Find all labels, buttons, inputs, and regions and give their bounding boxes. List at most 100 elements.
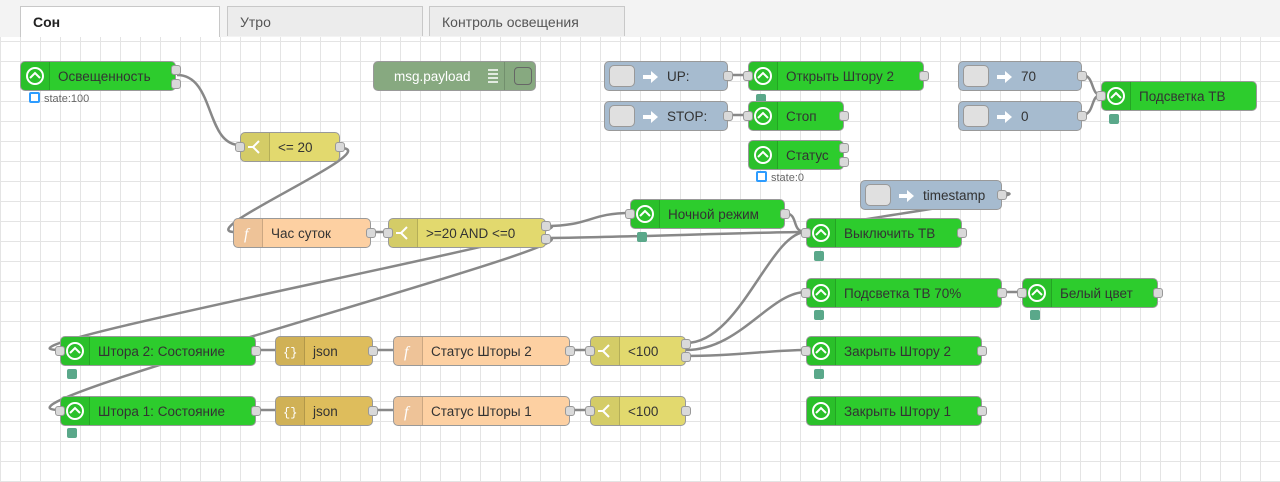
input-port[interactable] [743, 71, 753, 81]
node-status-shtora1[interactable]: f Статус Шторы 1 [393, 396, 570, 426]
node-range[interactable]: >=20 AND <=0 [388, 218, 546, 248]
input-port[interactable] [585, 346, 595, 356]
input-port[interactable] [801, 288, 811, 298]
input-port[interactable] [585, 406, 595, 416]
node-label: Стоп [786, 109, 817, 124]
tab-son[interactable]: Сон [20, 6, 220, 38]
output-port[interactable] [839, 143, 849, 153]
node-json-2[interactable]: {} json [275, 336, 373, 366]
node-le20[interactable]: <= 20 [240, 132, 340, 162]
home-assistant-icon [21, 62, 50, 90]
node-up[interactable]: UP: [604, 61, 728, 91]
node-chas-sutok[interactable]: f Час суток [233, 218, 371, 248]
debug-toggle-button[interactable] [514, 67, 532, 85]
node-close-shtora2[interactable]: Закрыть Штору 2 [806, 336, 982, 366]
node-label: Ночной режим [668, 207, 759, 222]
node-stop-inject[interactable]: STOP: [604, 101, 728, 131]
inject-button[interactable] [865, 184, 891, 206]
node-timestamp[interactable]: timestamp [860, 180, 1002, 210]
node-label: Подсветка ТВ 70% [844, 286, 962, 301]
output-port[interactable] [251, 406, 261, 416]
output-port[interactable] [366, 228, 376, 238]
node-white-color[interactable]: Белый цвет [1022, 278, 1158, 308]
input-port[interactable] [235, 142, 245, 152]
output-port[interactable] [977, 406, 987, 416]
svg-text:f: f [404, 344, 411, 361]
node-value-0[interactable]: 0 [958, 101, 1082, 131]
output-port[interactable] [541, 234, 551, 244]
node-lt100-2[interactable]: <100 [590, 336, 686, 366]
node-label: UP: [667, 69, 690, 84]
inject-button[interactable] [963, 65, 989, 87]
output-port[interactable] [977, 346, 987, 356]
output-port[interactable] [919, 71, 929, 81]
output-port[interactable] [1153, 288, 1163, 298]
status-indicator [756, 94, 766, 104]
inject-button[interactable] [609, 65, 635, 87]
output-port[interactable] [171, 65, 181, 75]
output-port[interactable] [541, 221, 551, 231]
node-close-shtora1[interactable]: Закрыть Штору 1 [806, 396, 982, 426]
output-port[interactable] [565, 346, 575, 356]
input-port[interactable] [1096, 91, 1106, 101]
node-status-shtora2[interactable]: f Статус Шторы 2 [393, 336, 570, 366]
node-label: msg.payload [394, 69, 471, 84]
input-port[interactable] [383, 228, 393, 238]
node-shtora2-state[interactable]: Штора 2: Состояние [60, 336, 256, 366]
home-assistant-icon [749, 62, 778, 90]
output-port[interactable] [681, 339, 691, 349]
home-assistant-icon [61, 397, 90, 425]
node-shtora1-state[interactable]: Штора 1: Состояние [60, 396, 256, 426]
output-port[interactable] [681, 406, 691, 416]
node-osveshennost[interactable]: Освещенность [20, 61, 176, 91]
input-port[interactable] [743, 111, 753, 121]
output-port[interactable] [681, 352, 691, 362]
node-open-shtora2[interactable]: Открыть Штору 2 [748, 61, 924, 91]
input-port[interactable] [625, 209, 635, 219]
node-stop[interactable]: Стоп [748, 101, 844, 131]
node-debug[interactable]: msg.payload [373, 61, 536, 91]
node-backlight-tv[interactable]: Подсветка ТВ [1101, 81, 1257, 111]
function-icon: f [234, 219, 263, 247]
input-port[interactable] [801, 346, 811, 356]
node-label: Час суток [271, 226, 331, 241]
output-port[interactable] [251, 346, 261, 356]
function-icon: f [394, 337, 423, 365]
output-port[interactable] [839, 157, 849, 167]
output-port[interactable] [957, 228, 967, 238]
output-port[interactable] [780, 209, 790, 219]
tab-kontrol-osvescheniya[interactable]: Контроль освещения [429, 6, 625, 36]
node-tv-off[interactable]: Выключить ТВ [806, 218, 962, 248]
output-port[interactable] [997, 190, 1007, 200]
output-port[interactable] [723, 71, 733, 81]
output-port[interactable] [368, 406, 378, 416]
node-status[interactable]: Статус [748, 140, 844, 170]
output-port[interactable] [565, 406, 575, 416]
output-port[interactable] [839, 111, 849, 121]
inject-button[interactable] [609, 105, 635, 127]
node-label: json [313, 404, 338, 419]
output-port[interactable] [171, 79, 181, 89]
output-port[interactable] [723, 111, 733, 121]
node-backlight-tv-70[interactable]: Подсветка ТВ 70% [806, 278, 1002, 308]
input-port[interactable] [1017, 288, 1027, 298]
input-port[interactable] [55, 406, 65, 416]
node-lt100-1[interactable]: <100 [590, 396, 686, 426]
input-port[interactable] [55, 346, 65, 356]
output-port[interactable] [997, 288, 1007, 298]
inject-arrow-icon [643, 71, 658, 83]
inject-arrow-icon [997, 111, 1012, 123]
input-port[interactable] [801, 228, 811, 238]
output-port[interactable] [368, 346, 378, 356]
svg-text:{}: {} [283, 406, 297, 420]
tab-utro[interactable]: Утро [227, 6, 423, 36]
output-port[interactable] [1077, 71, 1087, 81]
node-json-1[interactable]: {} json [275, 396, 373, 426]
output-port[interactable] [335, 142, 345, 152]
output-port[interactable] [1077, 111, 1087, 121]
node-label: <100 [628, 344, 659, 359]
node-night-mode[interactable]: Ночной режим [630, 199, 785, 229]
node-value-70[interactable]: 70 [958, 61, 1082, 91]
svg-text:f: f [244, 226, 251, 243]
inject-button[interactable] [963, 105, 989, 127]
